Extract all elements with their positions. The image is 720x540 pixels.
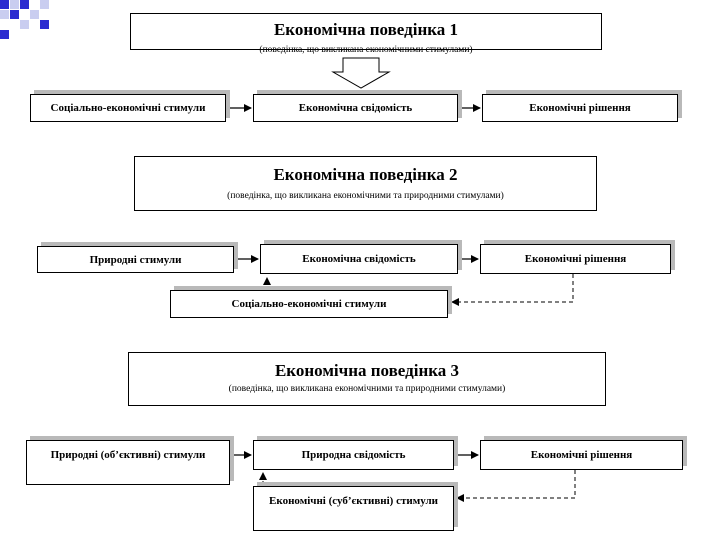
behavior2-stimuli-label: Природні стимули [89, 253, 182, 266]
corner-decoration [0, 0, 49, 39]
behavior3-decisions-label: Економічні рішення [530, 449, 633, 461]
behavior3-consciousness-label: Природна свідомість [301, 449, 406, 461]
behavior3-feedback-label: Економічні (суб’єктивні) стимули [269, 495, 438, 507]
behavior1-title-box: Економічна поведінка 1 (поведінка, що ви… [130, 13, 602, 55]
behavior3-stimuli-label: Природні (об’єктивні) стимули [50, 449, 206, 461]
behavior3-stimuli-box: Природні (об’єктивні) стимули [26, 440, 230, 485]
behavior3-feedback-box: Економічні (суб’єктивні) стимули [253, 486, 454, 531]
behavior2-decisions-label: Економічні рішення [524, 253, 627, 265]
behavior1-consciousness-label: Економічна свідомість [298, 102, 413, 114]
behavior3-subtitle: (поведінка, що викликана економічними та… [228, 384, 506, 394]
behavior2-consciousness-label: Економічна свідомість [302, 253, 416, 265]
behavior2-feedback-label: Соціально-економічні стимули [231, 298, 387, 310]
behavior1-stimuli-box: Соціально-економічні стимули [30, 94, 226, 122]
hollow-down-arrow [331, 57, 391, 89]
behavior1-consciousness-box: Економічна свідомість [253, 94, 458, 122]
behavior2-title: Економічна поведінка 2 [273, 165, 458, 184]
behavior2-stimuli-box: Природні стимули [37, 246, 234, 273]
behavior2-feedback-box: Соціально-економічні стимули [170, 290, 448, 318]
behavior3-title: Економічна поведінка 3 [274, 361, 460, 380]
behavior2-title-box: Економічна поведінка 2 (поведінка, що ви… [134, 156, 597, 211]
behavior2-subtitle: (поведінка, що викликана економічними та… [227, 191, 504, 201]
behavior1-subtitle: (поведінка, що викликана економічними ст… [259, 45, 473, 55]
behavior2-consciousness-box: Економічна свідомість [260, 244, 458, 274]
behavior1-stimuli-label: Соціально-економічні стимули [50, 102, 206, 114]
behavior1-decisions-box: Економічні рішення [482, 94, 678, 122]
behavior3-consciousness-box: Природна свідомість [253, 440, 454, 470]
behavior3-title-box: Економічна поведінка 3 (поведінка, що ви… [128, 352, 606, 406]
behavior2-decisions-box: Економічні рішення [480, 244, 671, 274]
behavior3-decisions-box: Економічні рішення [480, 440, 683, 470]
behavior1-title: Економічна поведінка 1 [273, 20, 459, 39]
behavior1-decisions-label: Економічні рішення [529, 102, 631, 114]
